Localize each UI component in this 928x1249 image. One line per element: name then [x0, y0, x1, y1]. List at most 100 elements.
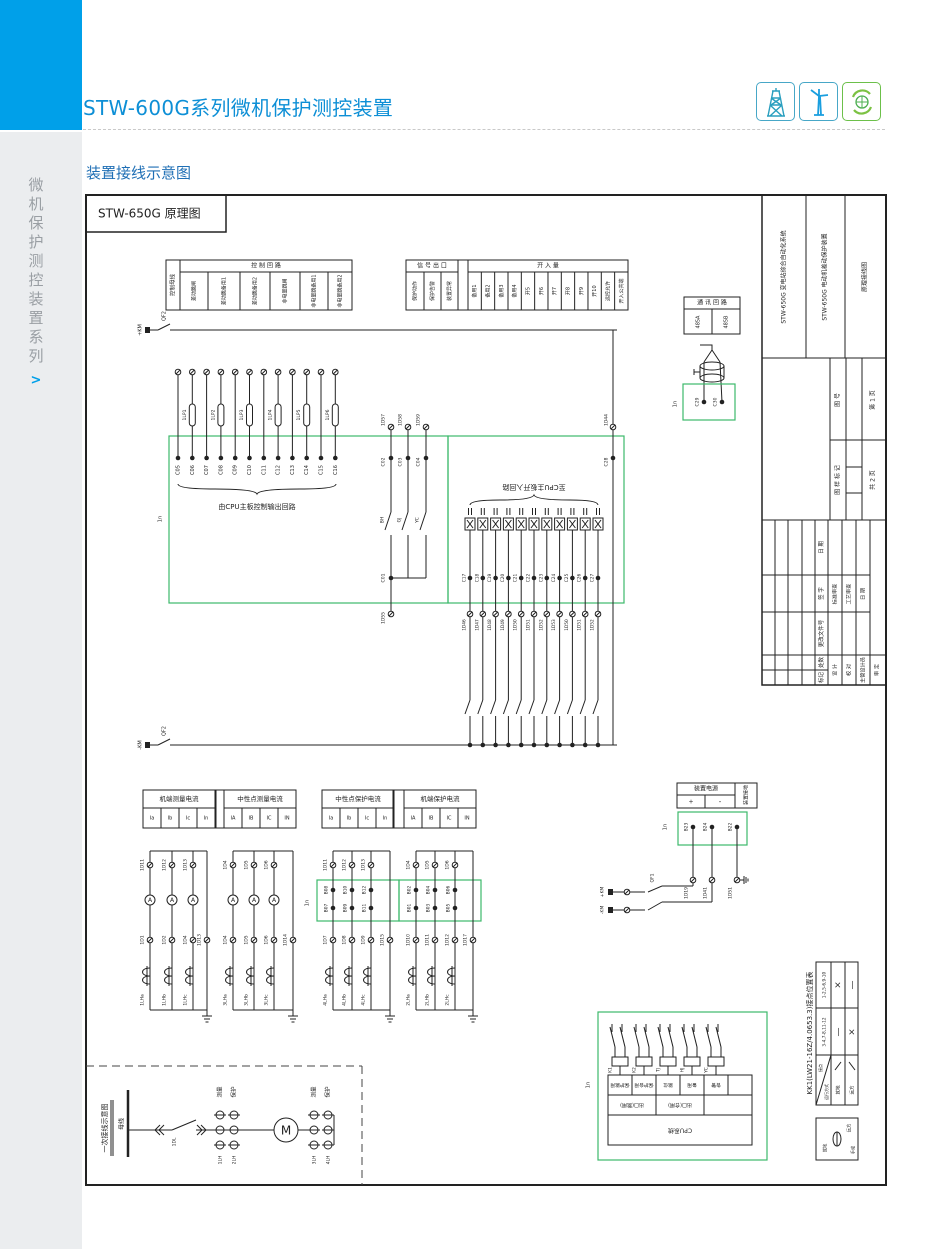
terminal-slash: [624, 889, 630, 895]
connection-dot: [318, 455, 324, 461]
opto-mark: [466, 519, 474, 529]
terminal-slash: [452, 937, 458, 943]
label: QF2: [162, 726, 168, 736]
connection-dot: [531, 742, 537, 748]
sidebar-series-label[interactable]: 微机保护测控装置系列: [28, 176, 44, 365]
power-tower-icon[interactable]: [756, 82, 795, 121]
label: C22: [526, 574, 532, 583]
label: C10: [247, 465, 253, 475]
label: Ia: [150, 816, 155, 822]
sidebar-arrow-icon[interactable]: >: [30, 373, 42, 388]
label: 差动跳备用1: [221, 277, 228, 305]
label: 保护: [324, 1086, 332, 1098]
label: 1D52: [538, 619, 544, 631]
relay-contact: [705, 1026, 712, 1048]
label: Ic: [186, 816, 190, 822]
connection-dot: [247, 455, 252, 461]
connection-dot: [275, 455, 281, 461]
label: B01: [407, 904, 413, 913]
terminal-slash: [169, 862, 175, 868]
relay-contact: [681, 1026, 688, 1048]
pressure-plate-icon: [331, 403, 339, 427]
label: 中性点保护电流: [335, 794, 381, 803]
label: 1D44: [604, 414, 610, 426]
connection-dot: [709, 824, 715, 830]
connection-dot: [368, 887, 374, 893]
label: A: [272, 897, 277, 904]
terminal-slash: [175, 369, 181, 375]
label: ×: [834, 981, 844, 989]
input-contact: [490, 699, 497, 715]
label: 备用: [687, 1082, 697, 1089]
label: B09: [343, 904, 349, 913]
label: 共 2 页: [869, 470, 877, 490]
label: IB: [249, 816, 254, 822]
connection-dot: [570, 575, 575, 581]
breaker-contact: [157, 323, 171, 331]
terminal-slash: [190, 937, 196, 943]
label: +KM: [138, 324, 144, 336]
label: 通 讯 回 路: [697, 299, 727, 307]
label: 1D46: [462, 619, 468, 631]
label: 非电量跳备用2: [337, 274, 344, 307]
label: 控制母线: [169, 274, 177, 297]
label: C12: [276, 465, 282, 475]
label: 1D11: [425, 934, 431, 946]
label: 远控允许: [605, 281, 612, 301]
label: C05: [176, 465, 182, 475]
label: 手动: [850, 1145, 857, 1154]
label: 第 1 页: [869, 390, 877, 410]
label: QF1: [650, 873, 656, 882]
label: 1D47: [474, 619, 480, 631]
terminal-slash: [544, 611, 550, 617]
label: 1D7: [323, 935, 329, 944]
terminal-slash: [275, 369, 281, 375]
label: 备用4: [511, 284, 518, 297]
label: 1D58: [398, 414, 404, 426]
connection-dot: [368, 905, 374, 911]
label: In: [383, 816, 388, 822]
connection-dot: [595, 575, 601, 581]
connection-dot: [349, 905, 355, 911]
current-transformer-icon: [142, 966, 151, 986]
connection-dot: [493, 742, 498, 748]
connection-dot: [388, 455, 394, 461]
terminal-slash: [388, 424, 394, 430]
connection-dot: [413, 905, 419, 911]
connection-dot: [452, 905, 458, 911]
label: 1D50: [564, 619, 570, 631]
label: IC: [267, 816, 272, 822]
device-name: STW-650G 电动机差动保护装置: [821, 233, 829, 320]
connection-dot: [175, 455, 181, 461]
kk-header-diagonal: [815, 1054, 832, 1106]
wind-turbine-icon[interactable]: [799, 82, 838, 121]
wire: [719, 361, 723, 403]
sidebar: [0, 132, 82, 1249]
label: 1D19: [684, 887, 690, 899]
terminal-slash: [271, 862, 277, 868]
label: 开10: [592, 285, 598, 296]
label: 485B: [724, 315, 730, 329]
label: B02: [407, 886, 413, 895]
power-terminal-block: [608, 907, 613, 913]
terminal-slash: [230, 937, 236, 943]
label: 1LHb: [162, 994, 168, 1006]
label: CPU系统: [668, 1127, 692, 1135]
label: A: [191, 897, 196, 904]
label: 1D48: [487, 619, 493, 631]
relay-contact: [401, 511, 409, 531]
label: 3LHb: [244, 994, 250, 1006]
label: 出口(跳闸): [620, 1102, 644, 1109]
label: K2: [632, 1067, 638, 1073]
label: 1D13: [197, 934, 203, 946]
connection-dot: [261, 455, 267, 461]
connection-dot: [423, 455, 429, 461]
label: C27: [590, 574, 596, 583]
label: 1LH: [218, 1156, 224, 1165]
label: 测量: [310, 1086, 318, 1098]
eco-globe-icon[interactable]: [842, 82, 881, 121]
connection-dot: [349, 887, 355, 893]
label: 1LP6: [325, 409, 331, 420]
label: 出口(合闸): [668, 1102, 692, 1109]
